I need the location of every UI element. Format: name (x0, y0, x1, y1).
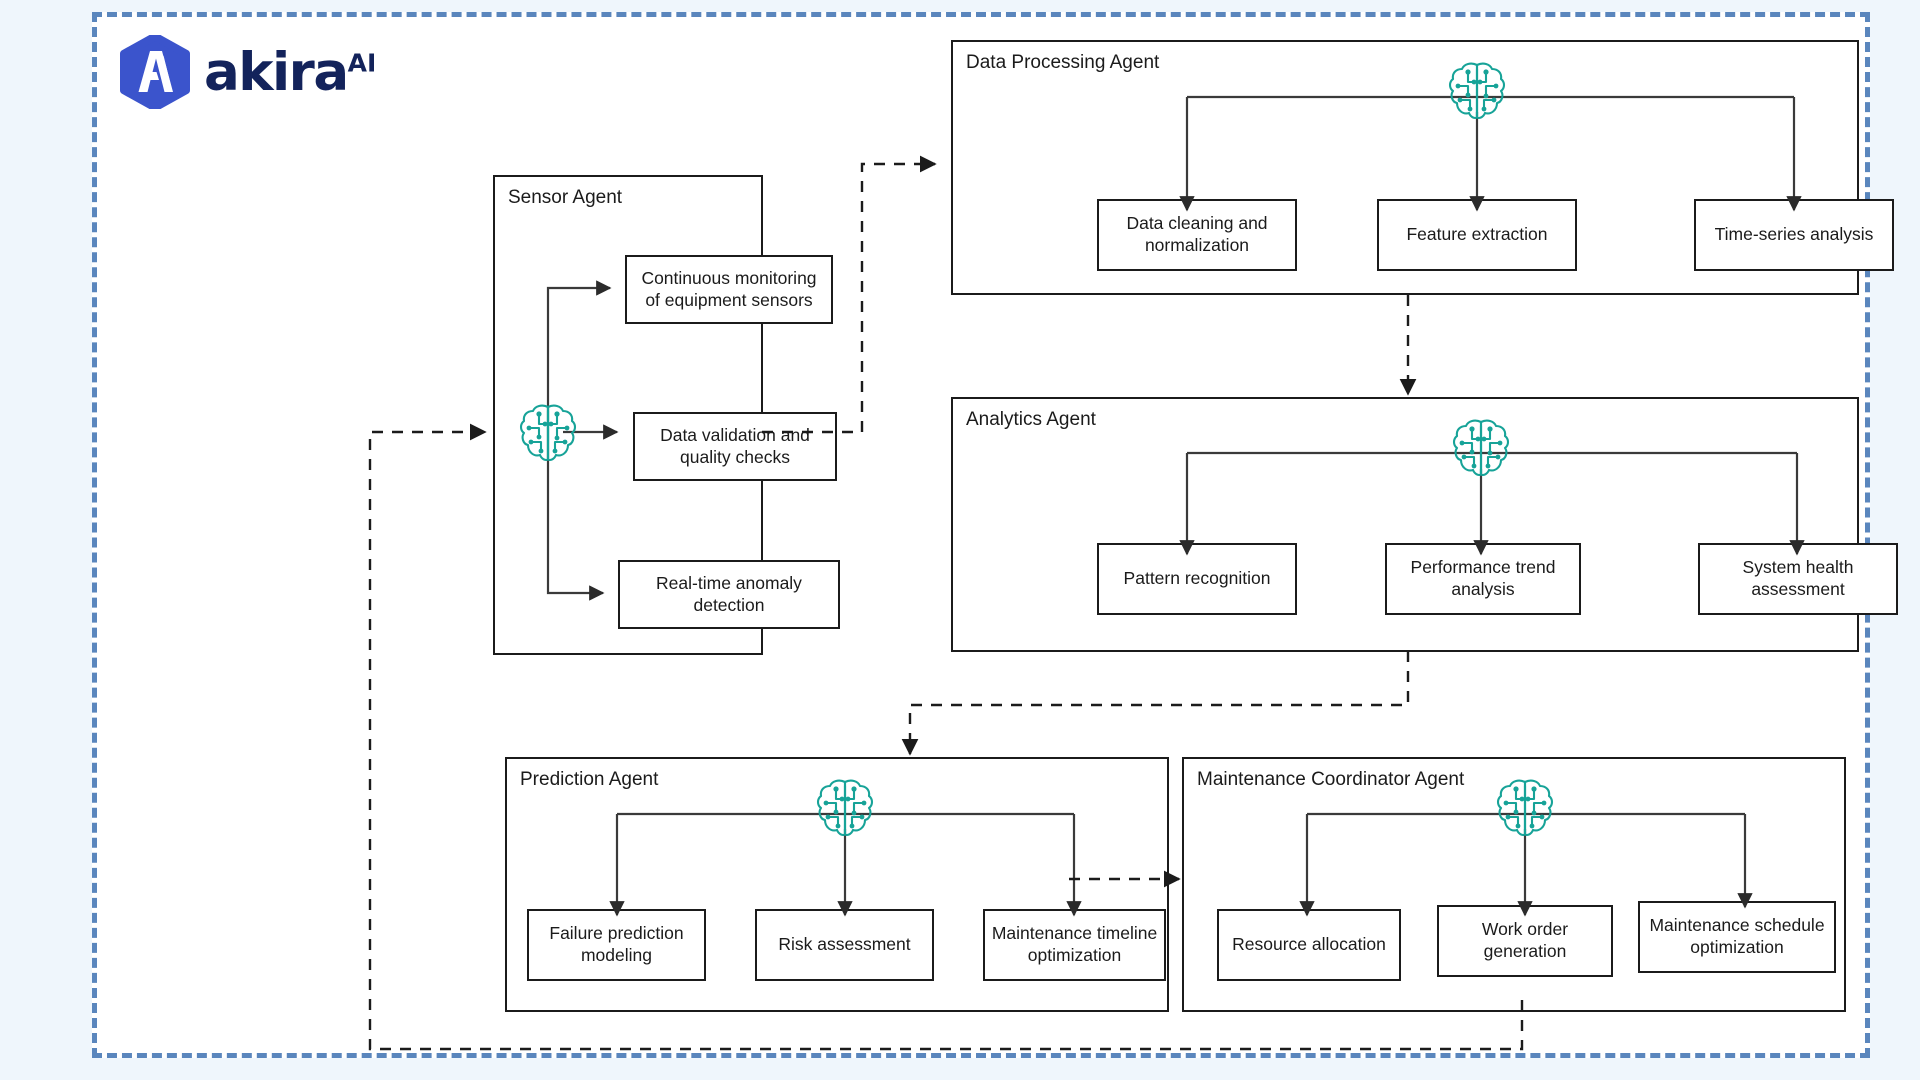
task-box-prediction-2[interactable]: Risk assessment (755, 909, 934, 981)
akira-hexagon-logo-icon (119, 35, 191, 109)
task-box-sensor-2[interactable]: Data validation and quality checks (633, 412, 837, 481)
task-box-maintenance-3[interactable]: Maintenance schedule optimization (1638, 901, 1836, 973)
task-box-maintenance-2[interactable]: Work order generation (1437, 905, 1613, 977)
task-box-analytics-3[interactable]: System health assessment (1698, 543, 1898, 615)
task-box-data-processing-2[interactable]: Feature extraction (1377, 199, 1577, 271)
task-box-sensor-1[interactable]: Continuous monitoring of equipment senso… (625, 255, 833, 324)
agent-title-data-processing-agent: Data Processing Agent (966, 52, 1160, 73)
agent-title-maintenance-coordinator-agent: Maintenance Coordinator Agent (1197, 769, 1465, 790)
ai-brain-icon-data-processing-agent (1448, 60, 1506, 122)
agent-title-analytics-agent: Analytics Agent (966, 409, 1096, 430)
ai-brain-icon-analytics-agent (1452, 417, 1510, 479)
agent-title-sensor-agent-label: Sensor Agent (508, 187, 623, 208)
flow-analytics-to-prediction (901, 651, 1410, 756)
akira-wordmark: akiraAI (204, 46, 376, 99)
task-box-analytics-1[interactable]: Pattern recognition (1097, 543, 1297, 615)
ai-brain-icon-sensor-agent (519, 402, 577, 464)
brand-name: akira (204, 41, 349, 103)
akira-ai-logo: akiraAI (119, 35, 376, 109)
agent-title-prediction-agent: Prediction Agent (520, 769, 659, 790)
ai-brain-icon-maintenance-coordinator-agent (1496, 777, 1554, 839)
task-box-analytics-2[interactable]: Performance trend analysis (1385, 543, 1581, 615)
task-box-sensor-3[interactable]: Real-time anomaly detection (618, 560, 840, 629)
task-box-data-processing-1[interactable]: Data cleaning and normalization (1097, 199, 1297, 271)
task-box-prediction-1[interactable]: Failure prediction modeling (527, 909, 706, 981)
task-box-maintenance-1[interactable]: Resource allocation (1217, 909, 1401, 981)
diagram-canvas: akiraAI (92, 12, 1898, 1058)
task-box-data-processing-3[interactable]: Time-series analysis (1694, 199, 1894, 271)
ai-brain-icon-prediction-agent (816, 777, 874, 839)
brand-superscript: AI (347, 47, 377, 77)
task-box-prediction-3[interactable]: Maintenance timeline optimization (983, 909, 1166, 981)
